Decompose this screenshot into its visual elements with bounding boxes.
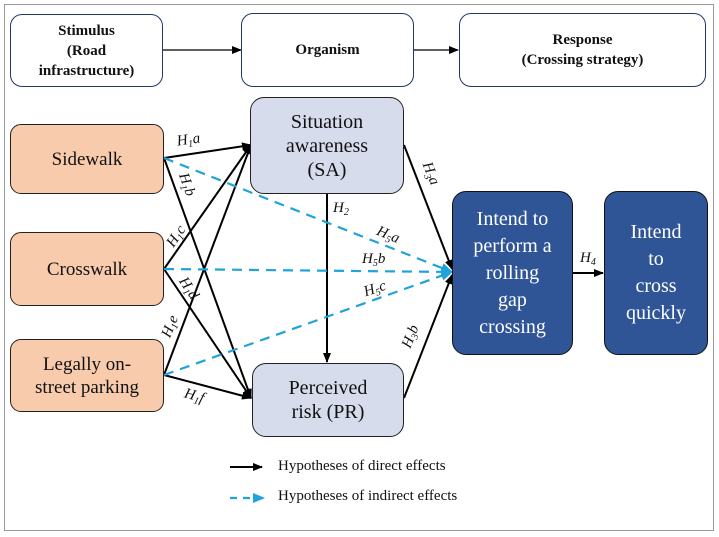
crosswalk-node: Crosswalk [10,232,164,306]
arrow-h1a [163,142,252,159]
rolling-gap-label: Intend to perform a rolling gap crossing [473,207,552,338]
organism-box: Organism [241,13,414,87]
arrow-h1b [163,157,252,399]
perceived-risk-node: Perceived risk (PR) [252,363,404,437]
parking-label: Legally on- street parking [35,353,139,398]
legend-direct-label: Hypotheses of direct effects [278,458,446,474]
arrow-h1f [163,374,252,400]
cross-quickly-label: Intend to cross quickly [626,221,686,324]
response-box: Response (Crossing strategy) [459,13,706,87]
sidewalk-label: Sidewalk [51,148,123,170]
arrow-h3b [403,274,453,399]
perceived-risk-label: Perceived risk (PR) [288,377,368,423]
cross-quickly-node: Intend to cross quickly [604,191,708,355]
arrow-h1d [163,268,252,399]
response-label: Response (Crossing strategy) [521,32,644,68]
stimulus-box: Stimulus (Road infrastructure) [10,14,163,87]
stimulus-label: Stimulus (Road infrastructure) [38,22,135,79]
rolling-gap-node: Intend to perform a rolling gap crossing [452,191,573,355]
sidewalk-node: Sidewalk [10,124,164,194]
diagram-frame [4,4,714,531]
organism-label: Organism [295,42,360,58]
arrow-h5b [163,266,453,277]
situation-awareness-node: Situation awareness (SA) [250,97,404,194]
label-h4: H4 [580,250,596,268]
situation-awareness-label: Situation awareness (SA) [285,110,369,181]
arrow-h3a [403,144,453,270]
label-h5b: H5b [362,251,386,269]
label-h2: H2 [333,200,349,218]
arrow-h1c [163,144,252,270]
arrow-h1e [163,144,252,376]
legend-indirect-label: Hypotheses of indirect effects [278,488,458,504]
parking-node: Legally on- street parking [10,339,164,412]
label-h1a: H1a [175,130,202,151]
arrow-h5a [163,156,453,274]
crosswalk-label: Crosswalk [46,258,128,280]
